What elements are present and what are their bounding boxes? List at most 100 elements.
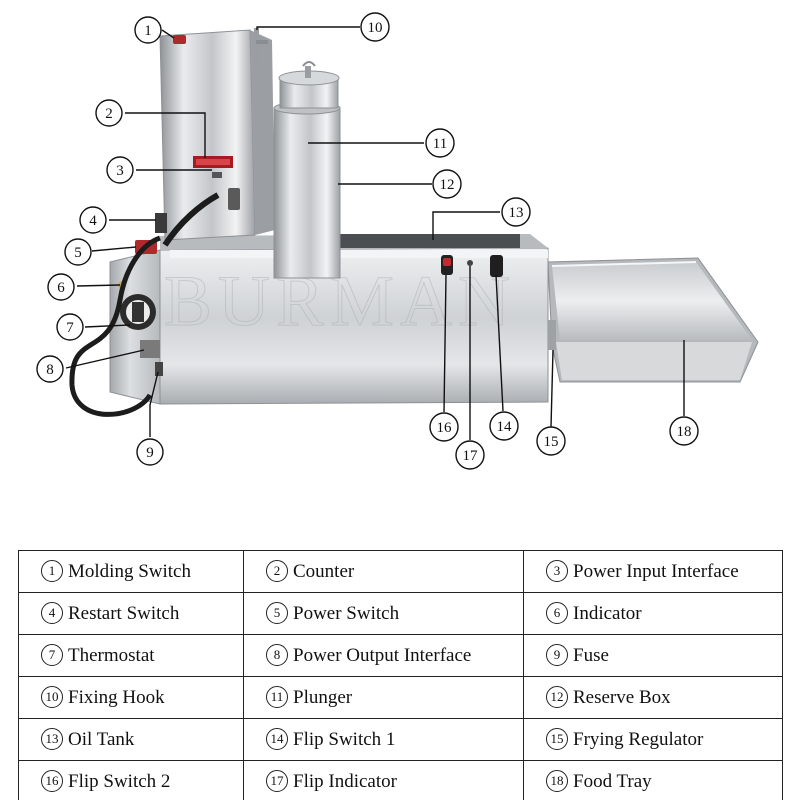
- callout-15-number: 15: [544, 434, 559, 450]
- legend-label: Food Tray: [573, 771, 652, 792]
- callout-18: 18: [669, 416, 699, 446]
- legend-number: 7: [41, 644, 63, 666]
- legend-label: Restart Switch: [68, 603, 180, 624]
- legend-number: 8: [266, 644, 288, 666]
- reserve-box: [273, 101, 341, 279]
- power-output-socket: [140, 340, 160, 358]
- legend-label: Molding Switch: [68, 561, 191, 582]
- callout-7-number: 7: [66, 320, 74, 336]
- legend-number: 11: [266, 686, 288, 708]
- callout-14: 14: [489, 411, 519, 441]
- molding-switch-button: [173, 35, 186, 44]
- legend-number: 6: [546, 602, 568, 624]
- legend-label: Power Switch: [293, 603, 400, 624]
- callout-9: 9: [136, 438, 164, 466]
- machine-diagram: BURMAN: [36, 12, 759, 470]
- legend-label: Flip Indicator: [293, 771, 397, 792]
- legend-label: Fuse: [573, 645, 609, 666]
- callout-6: 6: [47, 273, 75, 301]
- callout-14-number: 14: [497, 419, 513, 435]
- callout-2-number: 2: [105, 106, 113, 122]
- legend-number: 9: [546, 644, 568, 666]
- callout-12-number: 12: [440, 177, 455, 193]
- callout-15: 15: [536, 426, 566, 456]
- fuse-holder: [155, 362, 163, 376]
- legend-number: 17: [266, 770, 288, 792]
- legend-number: 10: [41, 686, 63, 708]
- callout-10-number: 10: [368, 20, 383, 36]
- restart-switch-button: [155, 213, 167, 233]
- callout-9-number: 9: [146, 445, 154, 461]
- oil-tank-body: [109, 234, 556, 405]
- legend-number: 15: [546, 728, 568, 750]
- callout-4-number: 4: [89, 213, 97, 229]
- power-cable: [69, 235, 161, 417]
- callout-8: 8: [36, 355, 64, 383]
- callout-7: 7: [56, 313, 84, 341]
- legend-label: Plunger: [293, 687, 353, 708]
- front-controls: [441, 255, 503, 277]
- callout-13: 13: [501, 197, 531, 227]
- food-tray: [547, 257, 759, 383]
- leader-lines: [65, 26, 685, 440]
- callout-5-number: 5: [74, 245, 82, 261]
- flip-indicator-light: [467, 260, 473, 266]
- plunger: [278, 61, 340, 109]
- side-controls: [69, 188, 240, 417]
- legend-label: Indicator: [573, 603, 642, 624]
- callout-4: 4: [79, 206, 107, 234]
- callout-5: 5: [64, 238, 92, 266]
- legend-label: Counter: [293, 561, 355, 582]
- legend-number: 4: [41, 602, 63, 624]
- legend-label: Power Input Interface: [573, 561, 739, 582]
- callout-18-number: 18: [677, 424, 692, 440]
- legend-number: 1: [41, 560, 63, 582]
- callout-1: 1: [134, 16, 162, 44]
- legend-label: Reserve Box: [573, 687, 671, 708]
- flip-switch-1-knob: [490, 255, 503, 277]
- legend-number: 16: [41, 770, 63, 792]
- legend-number: 18: [546, 770, 568, 792]
- callout-17-number: 17: [463, 448, 479, 464]
- control-box: [159, 29, 275, 241]
- callout-11-number: 11: [433, 136, 447, 152]
- legend-label: Frying Regulator: [573, 729, 704, 750]
- callout-1-number: 1: [144, 23, 152, 39]
- callout-8-number: 8: [46, 362, 54, 378]
- legend-number: 12: [546, 686, 568, 708]
- callout-11: 11: [425, 128, 455, 158]
- legend-label: Power Output Interface: [293, 645, 472, 666]
- legend-label: Thermostat: [68, 645, 155, 666]
- callout-3: 3: [106, 156, 134, 184]
- callout-10: 10: [360, 12, 390, 42]
- callout-17: 17: [455, 440, 485, 470]
- legend-label: Flip Switch 1: [293, 729, 396, 750]
- legend-label: Flip Switch 2: [68, 771, 171, 792]
